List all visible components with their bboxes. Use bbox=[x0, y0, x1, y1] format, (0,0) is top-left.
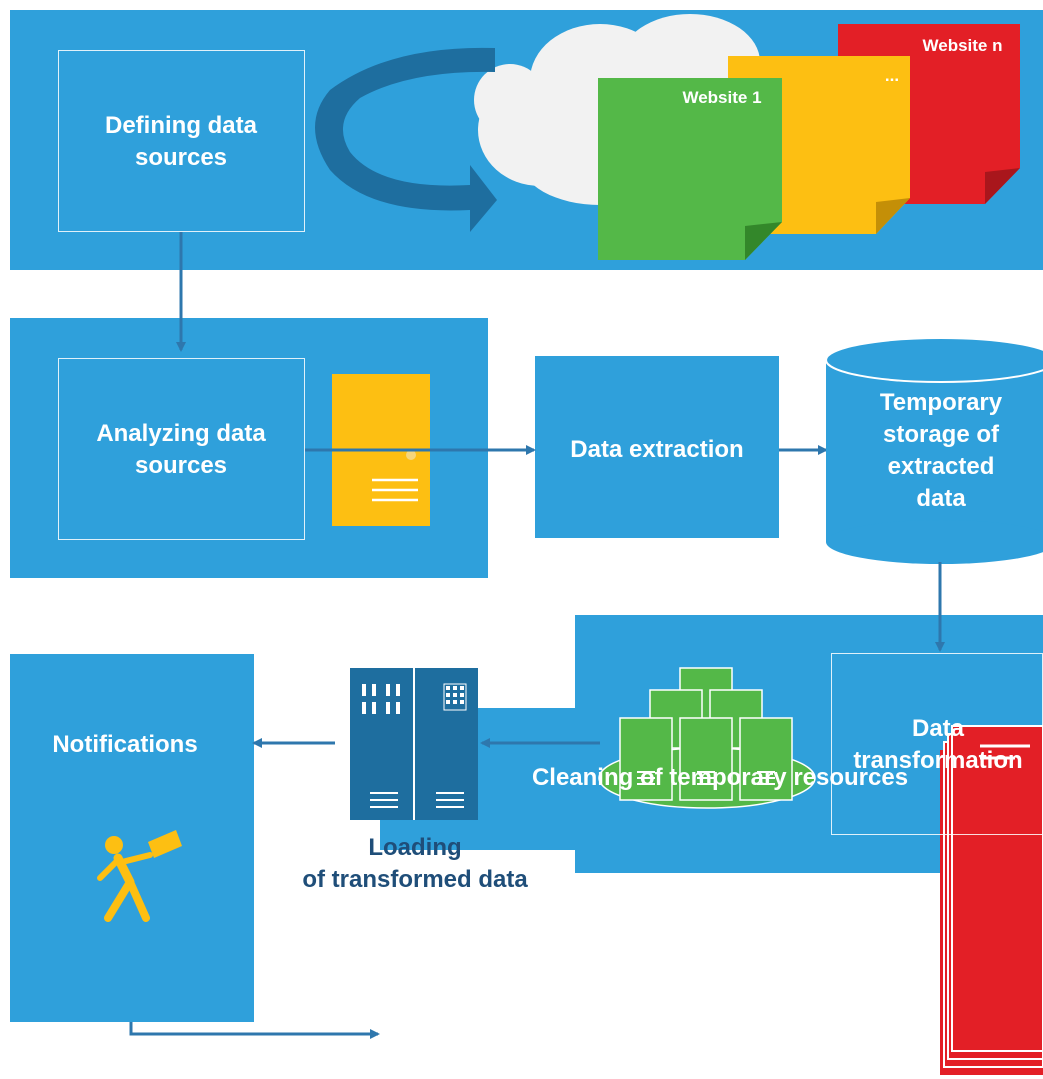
website-1-page-icon bbox=[598, 78, 782, 260]
analyzing-label: Analyzing data sources bbox=[70, 400, 292, 500]
storage-label: Temporary storage of extracted data bbox=[860, 389, 1022, 512]
defining-label: Defining data sources bbox=[70, 92, 292, 192]
transformation-label: Data transformation bbox=[836, 695, 1040, 795]
analyzing-text: Analyzing data sources bbox=[96, 420, 266, 479]
extraction-panel bbox=[535, 356, 779, 538]
circular-arrow-icon bbox=[315, 47, 497, 232]
extraction-label: Data extraction bbox=[535, 400, 779, 500]
storage-text: Temporary storage of extracted data bbox=[879, 389, 1003, 512]
cleaning-text: Cleaning of temporary resources bbox=[531, 764, 909, 791]
website-middle-label: ... bbox=[884, 66, 900, 85]
defining-text: Defining data sources bbox=[104, 112, 257, 171]
loading-line-1: Loading bbox=[368, 834, 462, 861]
server-cluster-icon bbox=[598, 667, 816, 809]
website-n-label: Website n bbox=[922, 36, 1003, 55]
transformation-text: Data transformation bbox=[853, 715, 1023, 774]
extraction-text: Data extraction bbox=[570, 436, 744, 463]
analyzing-box bbox=[58, 358, 305, 540]
arrow-notifications-to-cleaning bbox=[129, 1022, 380, 1039]
notifications-text: Notifications bbox=[52, 731, 198, 758]
document-stack-icon bbox=[940, 725, 1043, 1075]
defining-box bbox=[58, 50, 305, 232]
database-cylinder-icon bbox=[825, 337, 1043, 564]
cleaning-label: Cleaning of temporary resources bbox=[500, 758, 940, 798]
notifications-label: Notifications bbox=[30, 725, 220, 765]
loading-label: Loading of transformed data bbox=[270, 832, 560, 896]
server-rack-icon bbox=[350, 668, 478, 820]
website-1-label: Website 1 bbox=[682, 88, 762, 107]
notifications-panel bbox=[10, 654, 254, 1022]
courier-icon bbox=[97, 830, 182, 922]
loading-line-2: of transformed data bbox=[302, 866, 528, 893]
